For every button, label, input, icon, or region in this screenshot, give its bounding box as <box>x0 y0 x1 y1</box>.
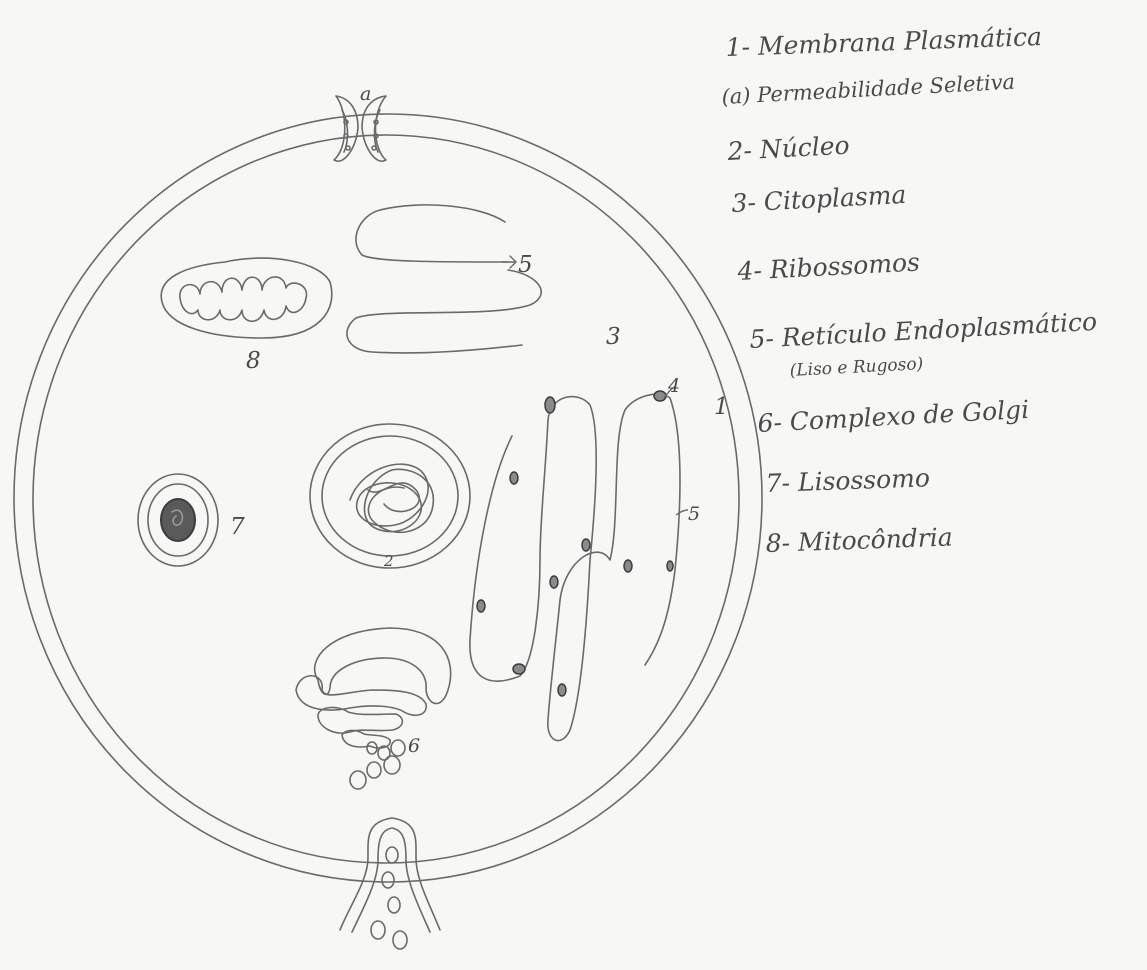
vesicle-icon <box>350 771 366 789</box>
label-membrane: 1 <box>714 394 729 420</box>
lysosome-icon <box>138 474 218 566</box>
vesicle-icon <box>367 762 381 778</box>
ribosome-icon <box>550 576 558 588</box>
ribosome-icon <box>624 560 632 572</box>
golgi-icon <box>296 628 451 789</box>
ribosome-icon <box>667 561 673 571</box>
vesicle-icon <box>384 756 400 774</box>
legend: 1- Membrana Plasmática (a) Permeabilidad… <box>721 22 1098 558</box>
legend-item-nucleus: 2- Núcleo <box>726 131 850 166</box>
vesicle-icon <box>391 740 405 756</box>
plasma-membrane <box>14 114 762 882</box>
vesicle-icon <box>388 897 400 913</box>
label-cytoplasm: 3 <box>606 324 621 350</box>
membrane-outer-line <box>14 114 762 882</box>
vesicle-icon <box>386 847 398 863</box>
smooth-endoplasmic-reticulum-icon <box>347 205 541 353</box>
channel-protein-icon <box>334 96 386 161</box>
vesicle-icon <box>371 921 385 939</box>
ribosome-icon <box>654 391 666 401</box>
vesicle-icon <box>393 931 407 949</box>
ribosome-icon <box>545 397 555 413</box>
membrane-inner-line <box>33 135 739 863</box>
label-nucleus: 2 <box>383 552 394 570</box>
legend-item-golgi: 6- Complexo de Golgi <box>757 395 1030 438</box>
vesicle-icon <box>382 872 394 888</box>
rough-endoplasmic-reticulum-icon <box>470 391 680 741</box>
legend-item-ribosomes: 4- Ribossomos <box>736 247 921 286</box>
mitochondrion-icon <box>161 258 332 338</box>
label-rough-er: 5 <box>688 503 700 525</box>
label-golgi: 6 <box>408 735 420 757</box>
label-ribosome: 4 <box>667 375 680 397</box>
legend-item-selective-permeability: (a) Permeabilidade Seletiva <box>721 70 1016 109</box>
ribosome-icon <box>510 472 518 484</box>
legend-item-mitochondrion: 8- Mitocôndria <box>765 522 953 558</box>
label-mitochondrion: 8 <box>246 348 261 374</box>
legend-item-cytoplasm: 3- Citoplasma <box>731 180 907 218</box>
legend-item-smooth-rough: (Liso e Rugoso) <box>789 354 924 381</box>
label-smooth-er: 5 <box>518 252 533 278</box>
nucleus-icon <box>310 424 470 568</box>
ribosome-icon <box>558 684 566 696</box>
label-pore: a <box>360 83 371 105</box>
ribosome-icon <box>582 539 590 551</box>
label-lysosome: 7 <box>230 514 245 540</box>
ribosome-icon <box>513 664 525 674</box>
exocytosis-channel <box>340 818 440 949</box>
legend-item-endoplasmic-reticulum: 5- Retículo Endoplasmático <box>749 307 1098 354</box>
ribosome-icon <box>477 600 485 612</box>
legend-item-membrane: 1- Membrana Plasmática <box>725 22 1042 62</box>
legend-item-lysosome: 7- Lisossomo <box>765 463 930 498</box>
